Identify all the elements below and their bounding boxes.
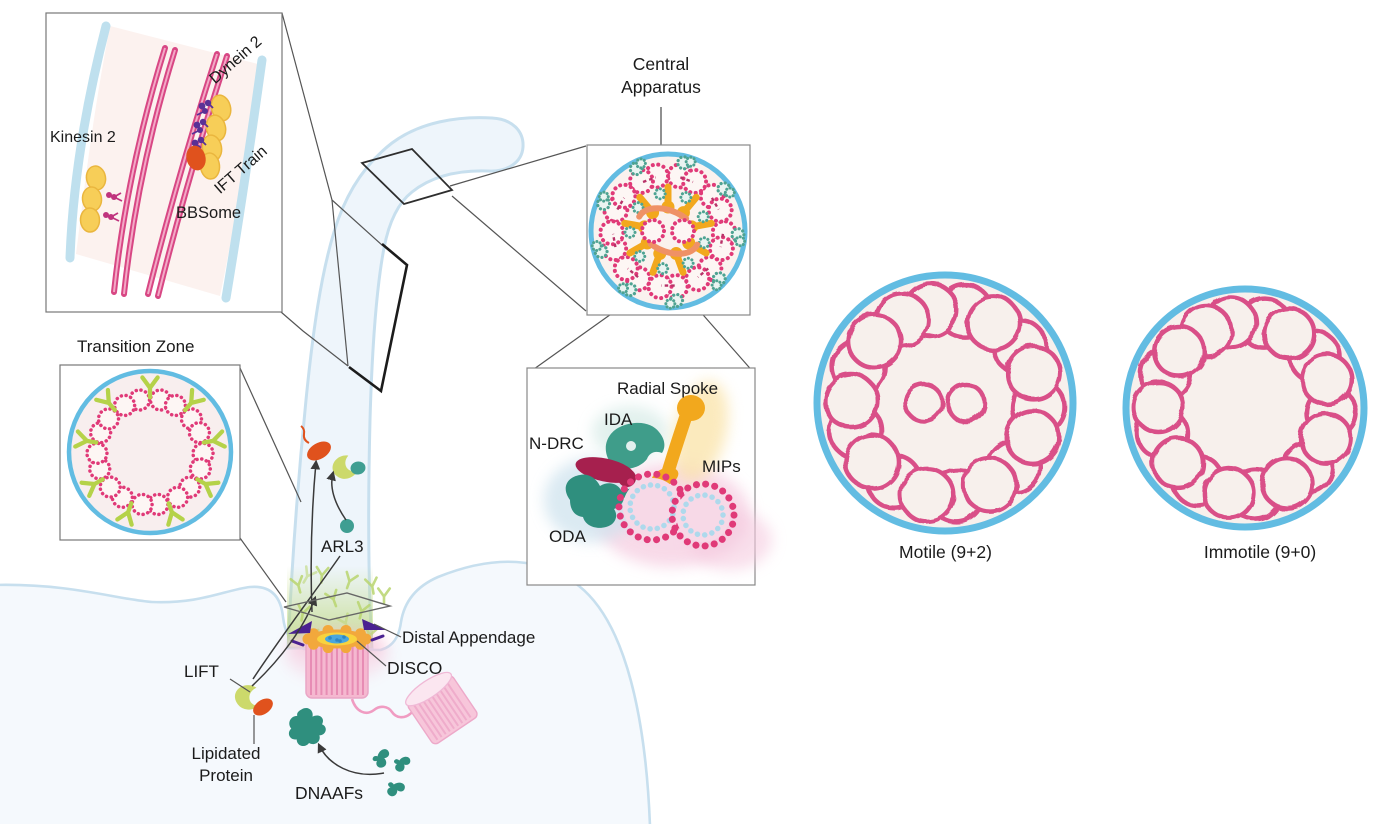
ciliary-membrane	[65, 21, 111, 263]
central-apparatus-section-dynein	[617, 262, 670, 298]
central-apparatus-section-dynein	[664, 256, 695, 310]
section-marker-tz	[283, 592, 393, 621]
central-apparatus-section-dynein	[590, 239, 647, 263]
immotile-axoneme	[1122, 285, 1368, 531]
ift-train-retrograde	[79, 165, 107, 233]
dnaaf-proteins	[288, 708, 411, 797]
label-distal-appendage: Distal Appendage	[402, 628, 536, 647]
kinesin-motor	[103, 192, 123, 222]
label-n-drc: N-DRC	[529, 434, 584, 453]
central-apparatus-section-dynein	[696, 210, 747, 248]
transition-zone-section-doublets	[85, 388, 215, 517]
primary-cilium	[286, 116, 525, 650]
central-apparatus-section-dynein	[653, 155, 697, 201]
central-apparatus-section-dynein	[697, 236, 727, 292]
label-lift: LIFT	[184, 662, 219, 681]
lift-protein	[234, 685, 261, 710]
motile-axoneme	[813, 271, 1077, 535]
ift-inset-box	[45, 12, 283, 313]
trafficking-proteins	[234, 425, 366, 716]
label-disco: DISCO	[387, 658, 443, 678]
distal-appendage-cap	[302, 624, 372, 654]
label-dnaafs: DNAAFs	[295, 783, 364, 803]
transition-zone-section	[66, 368, 234, 536]
doublet-inset-box	[526, 367, 772, 586]
lipidated-protein	[253, 698, 273, 716]
label-radial-spoke: Radial Spoke	[617, 379, 719, 398]
central-apparatus-section-dynein	[679, 181, 736, 204]
central-apparatus-section-dynein	[628, 157, 647, 215]
oda-complex	[565, 474, 624, 528]
label-oda: ODA	[549, 527, 586, 546]
label-transition-zone: Transition Zone	[77, 337, 195, 356]
immotile-axoneme-doublets	[1131, 295, 1359, 522]
label-immotile-9-0: Immotile (9+0)	[1203, 542, 1317, 562]
arl3-protein	[340, 519, 354, 533]
label-arl3: ARL3	[321, 537, 364, 556]
section-marker-central	[360, 147, 454, 206]
section-marker-ift	[348, 243, 409, 394]
trafficking-arrows	[251, 459, 385, 775]
central-apparatus-section-dynein	[595, 190, 637, 239]
bbsome-complex	[186, 145, 206, 171]
label-central-apparatus: Central Apparatus	[621, 54, 701, 98]
label-ida: IDA	[604, 410, 633, 429]
label-motile-9-2: Motile (9+2)	[899, 542, 992, 562]
label-lipidated-protein: Lipidated Protein	[191, 744, 261, 786]
central-apparatus-section	[588, 151, 748, 311]
central-apparatus-section-central-pair	[634, 205, 702, 257]
label-kinesin-2: Kinesin 2	[50, 129, 116, 146]
motile-axoneme-central-pair	[903, 382, 987, 424]
motile-axoneme-doublets	[822, 281, 1068, 525]
label-bbsome: BBSome	[176, 204, 242, 222]
basal-body	[285, 624, 389, 699]
daughter-centriole	[405, 671, 478, 745]
ciliary-membrane	[221, 55, 267, 303]
label-mips: MIPs	[702, 457, 741, 476]
